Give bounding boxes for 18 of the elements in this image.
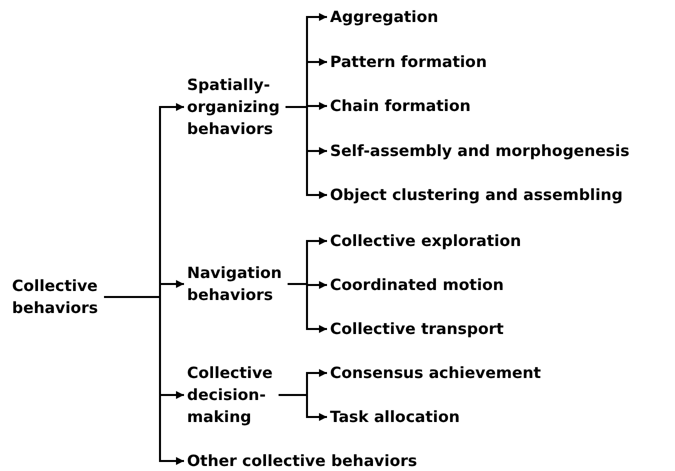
node-label: Collective behaviors [12,276,100,319]
node-label: Object clustering and assembling [330,185,623,206]
node-label: Task allocation [330,407,460,428]
node-label: Pattern formation [330,52,487,73]
node-label: Consensus achievement [330,363,541,384]
connector-arrow [278,394,327,421]
node-label: Coordinated motion [330,275,504,296]
connector-arrow [104,296,184,465]
node-label: Collective decision-making [187,363,274,428]
connector-arrow [288,283,327,333]
node-label: Aggregation [330,7,438,28]
node-label: Spatially-organizing behaviors [187,75,281,140]
node-label: Chain formation [330,96,471,117]
node-label: Collective transport [330,319,504,340]
node-label: Collective exploration [330,231,522,252]
node-label: Other collective behaviors [187,451,418,471]
node-label: Self-assembly and morphogenesis [330,141,630,162]
node-label: Navigation behaviors [187,263,283,306]
